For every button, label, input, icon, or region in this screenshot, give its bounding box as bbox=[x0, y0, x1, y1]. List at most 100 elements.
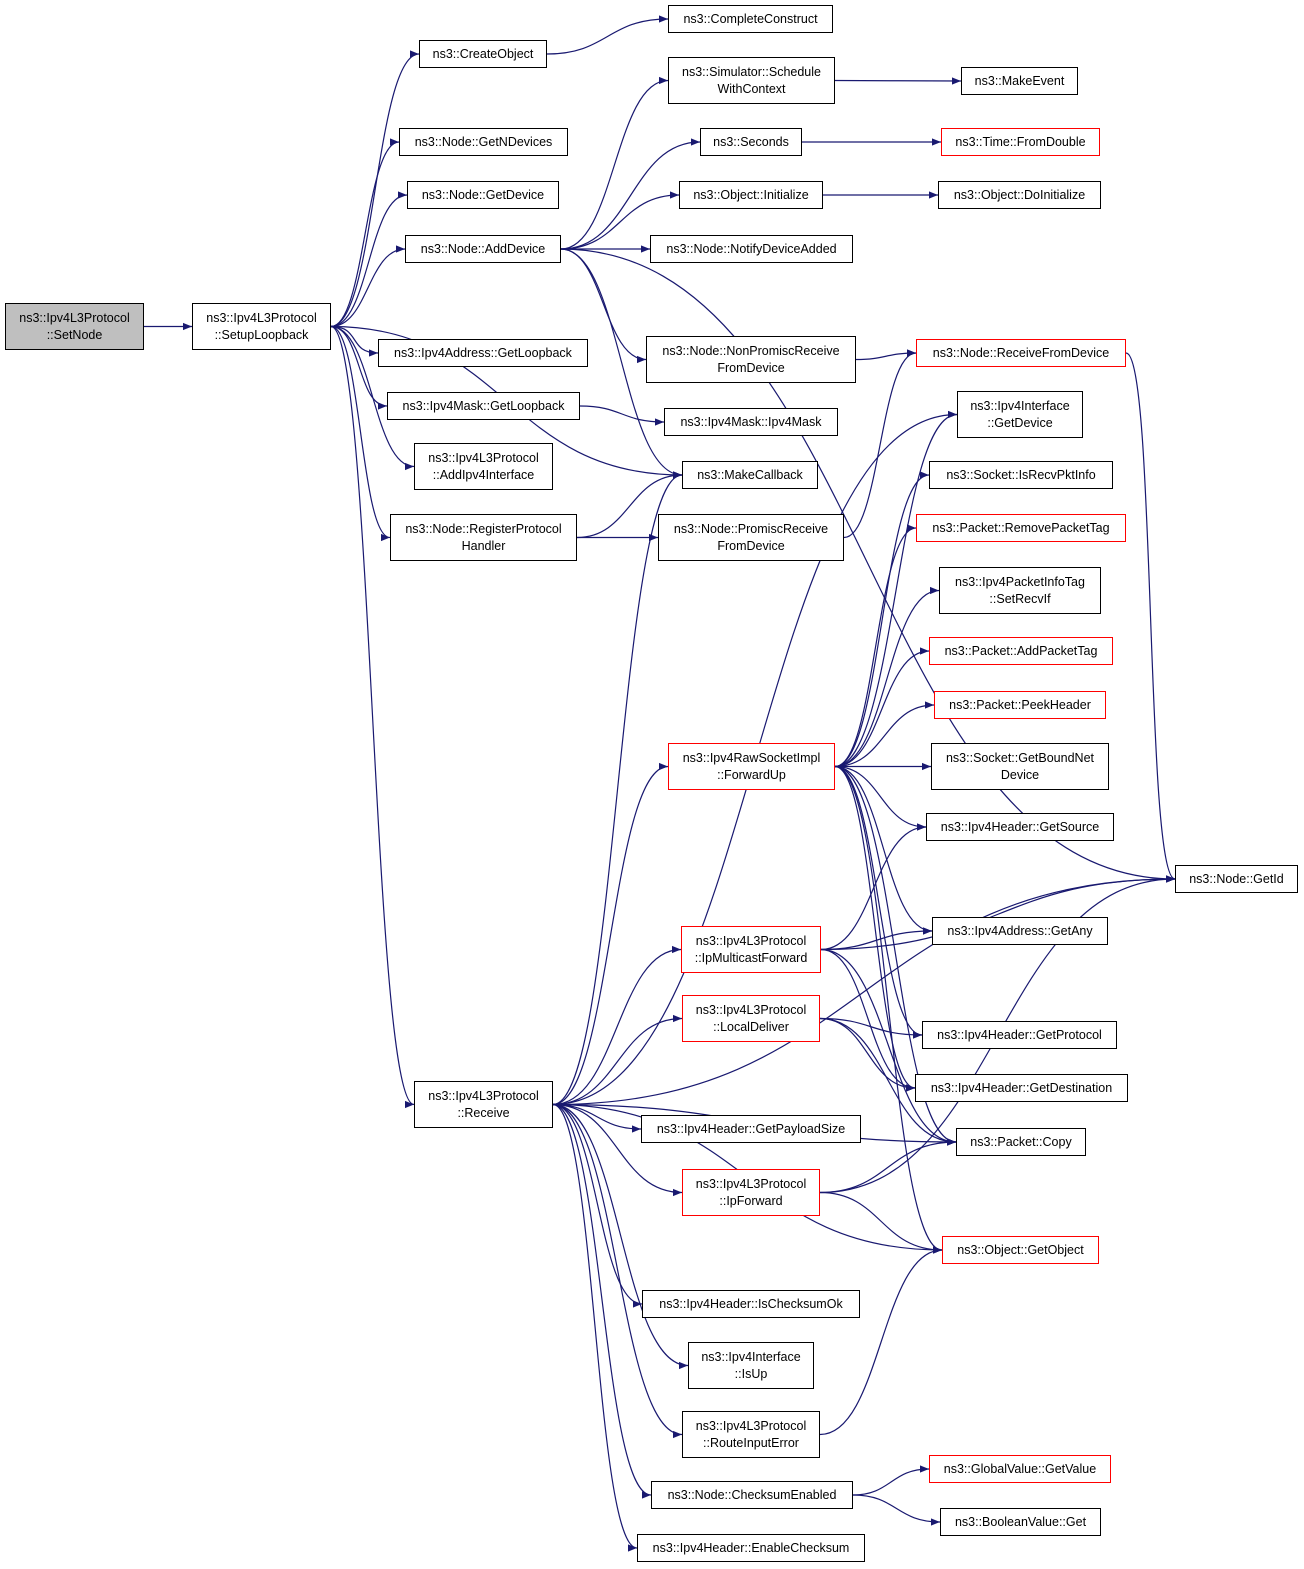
node-label-line: ::SetupLoopback bbox=[214, 327, 309, 342]
edge-forwardup-to-getsource bbox=[834, 765, 927, 831]
node-label-line: ns3::Simulator::Schedule bbox=[682, 64, 821, 79]
edge-receive-to-ischecksumok bbox=[552, 1103, 643, 1308]
node-label-line: ns3::Node::GetDevice bbox=[421, 187, 545, 202]
node-forwardup[interactable]: ns3::Ipv4RawSocketImpl::ForwardUp bbox=[668, 743, 835, 790]
node-seconds[interactable]: ns3::Seconds bbox=[700, 128, 802, 156]
node-addipv4interface[interactable]: ns3::Ipv4L3Protocol::AddIpv4Interface bbox=[414, 443, 553, 490]
edge-setuploopback-to-getndevices bbox=[330, 138, 400, 328]
node-label-line: ns3::Ipv4L3Protocol bbox=[428, 450, 539, 465]
node-label-line: ns3::Node::RegisterProtocol bbox=[405, 521, 562, 536]
node-checksumenabled[interactable]: ns3::Node::ChecksumEnabled bbox=[651, 1481, 853, 1509]
node-label-line: ::SetNode bbox=[46, 327, 103, 342]
node-completeconstruct[interactable]: ns3::CompleteConstruct bbox=[668, 5, 833, 33]
node-receivefromdevice[interactable]: ns3::Node::ReceiveFromDevice bbox=[916, 339, 1126, 367]
node-notifydeviceadded[interactable]: ns3::Node::NotifyDeviceAdded bbox=[650, 235, 853, 263]
node-createobject[interactable]: ns3::CreateObject bbox=[419, 40, 547, 68]
node-label-line: ::LocalDeliver bbox=[713, 1019, 789, 1034]
node-globalgetvalue[interactable]: ns3::GlobalValue::GetValue bbox=[929, 1455, 1111, 1483]
edge-receive-to-ipmulticastforward bbox=[552, 945, 682, 1106]
node-label-line: ns3::Object::GetObject bbox=[957, 1242, 1084, 1257]
node-ipmulticastforward[interactable]: ns3::Ipv4L3Protocol::IpMulticastForward bbox=[681, 926, 821, 973]
node-initialize[interactable]: ns3::Object::Initialize bbox=[679, 181, 823, 209]
node-label-line: ns3::Ipv4Header::GetSource bbox=[940, 819, 1100, 834]
edge-receive-to-nodegetid bbox=[552, 875, 1176, 1106]
node-ischecksumok[interactable]: ns3::Ipv4Header::IsChecksumOk bbox=[642, 1290, 860, 1318]
node-label-line: ns3::CompleteConstruct bbox=[683, 11, 818, 26]
node-fromdouble[interactable]: ns3::Time::FromDouble bbox=[941, 128, 1100, 156]
edge-forwardup-to-getobject bbox=[834, 765, 943, 1254]
node-getndevices[interactable]: ns3::Node::GetNDevices bbox=[399, 128, 568, 156]
node-label-line: ns3::Ipv4Interface bbox=[970, 398, 1070, 413]
node-label-line: ns3::Node::ReceiveFromDevice bbox=[932, 345, 1110, 360]
node-label-line: ns3::Node::NonPromiscReceive bbox=[662, 343, 840, 358]
edge-receive-to-enablechecksum bbox=[552, 1103, 638, 1552]
node-makeevent[interactable]: ns3::MakeEvent bbox=[961, 67, 1078, 95]
node-label-line: ns3::Packet::AddPacketTag bbox=[944, 643, 1098, 658]
node-label-line: ns3::GlobalValue::GetValue bbox=[943, 1461, 1097, 1476]
edge-receive-to-checksumenabled bbox=[552, 1103, 652, 1499]
edge-ipmulticastforward-to-getdestination bbox=[820, 948, 916, 1092]
edge-ipmulticastforward-to-packetcopy bbox=[820, 948, 957, 1146]
node-label-line: ns3::CreateObject bbox=[432, 46, 534, 61]
node-adddevice[interactable]: ns3::Node::AddDevice bbox=[405, 235, 561, 263]
node-getany[interactable]: ns3::Ipv4Address::GetAny bbox=[932, 917, 1108, 945]
node-label-line: ns3::Object::Initialize bbox=[693, 187, 809, 202]
edge-adddevice-to-nodegetid bbox=[560, 248, 1176, 883]
edge-forwardup-to-addpackettag bbox=[834, 647, 930, 768]
node-label-line: ns3::Time::FromDouble bbox=[955, 134, 1086, 149]
node-setrecvif[interactable]: ns3::Ipv4PacketInfoTag::SetRecvIf bbox=[939, 567, 1101, 614]
node-label-line: ns3::Ipv4Address::GetLoopback bbox=[394, 345, 572, 360]
edge-localdeliver-to-getprotocol bbox=[819, 1017, 923, 1039]
edge-localdeliver-to-getdestination bbox=[819, 1017, 916, 1092]
node-label-line: ns3::Node::GetNDevices bbox=[414, 134, 553, 149]
node-ipv4ifgetdevice[interactable]: ns3::Ipv4Interface::GetDevice bbox=[957, 391, 1083, 438]
node-label-line: FromDevice bbox=[717, 360, 785, 375]
edge-setuploopback-to-addipv4interface bbox=[330, 325, 415, 471]
node-makecallback[interactable]: ns3::MakeCallback bbox=[682, 461, 818, 489]
node-getpayloadsize[interactable]: ns3::Ipv4Header::GetPayloadSize bbox=[641, 1115, 861, 1143]
node-ipv4mask[interactable]: ns3::Ipv4Mask::Ipv4Mask bbox=[664, 408, 838, 436]
node-setnode[interactable]: ns3::Ipv4L3Protocol::SetNode bbox=[5, 303, 144, 350]
node-doinitialize[interactable]: ns3::Object::DoInitialize bbox=[938, 181, 1101, 209]
edge-createobject-to-completeconstruct bbox=[546, 15, 669, 55]
node-label-line: ns3::Ipv4Address::GetAny bbox=[947, 923, 1093, 938]
node-label-line: ns3::Ipv4L3Protocol bbox=[695, 1002, 807, 1017]
node-getprotocol[interactable]: ns3::Ipv4Header::GetProtocol bbox=[922, 1021, 1117, 1049]
node-getobject[interactable]: ns3::Object::GetObject bbox=[942, 1236, 1099, 1264]
node-routeinputerror[interactable]: ns3::Ipv4L3Protocol::RouteInputError bbox=[682, 1411, 820, 1458]
node-isrecvpktinfo[interactable]: ns3::Socket::IsRecvPktInfo bbox=[929, 461, 1113, 489]
node-peekheader[interactable]: ns3::Packet::PeekHeader bbox=[934, 691, 1106, 719]
node-getdestination[interactable]: ns3::Ipv4Header::GetDestination bbox=[915, 1074, 1128, 1102]
node-booleanget[interactable]: ns3::BooleanValue::Get bbox=[940, 1508, 1101, 1536]
node-getsource[interactable]: ns3::Ipv4Header::GetSource bbox=[926, 813, 1114, 841]
node-receive[interactable]: ns3::Ipv4L3Protocol::Receive bbox=[414, 1081, 553, 1128]
node-enablechecksum[interactable]: ns3::Ipv4Header::EnableChecksum bbox=[637, 1534, 865, 1562]
node-packetcopy[interactable]: ns3::Packet::Copy bbox=[956, 1128, 1086, 1156]
edge-receive-to-ipv4ifisup bbox=[552, 1103, 689, 1370]
node-label-line: ns3::Packet::Copy bbox=[970, 1134, 1072, 1149]
node-nodegetid[interactable]: ns3::Node::GetId bbox=[1175, 865, 1298, 893]
node-ipv4maskgetloopback[interactable]: ns3::Ipv4Mask::GetLoopback bbox=[387, 392, 580, 420]
node-localdeliver[interactable]: ns3::Ipv4L3Protocol::LocalDeliver bbox=[682, 995, 820, 1042]
node-label-line: ::IpForward bbox=[719, 1193, 783, 1208]
edge-adddevice-to-schedulewithcontext bbox=[560, 76, 669, 250]
edge-routeinputerror-to-getobject bbox=[819, 1246, 943, 1436]
node-ipforward[interactable]: ns3::Ipv4L3Protocol::IpForward bbox=[682, 1169, 820, 1216]
edge-adddevice-to-makecallback bbox=[560, 248, 683, 479]
node-label-line: ns3::Socket::IsRecvPktInfo bbox=[946, 467, 1096, 482]
edge-setuploopback-to-adddevice bbox=[330, 245, 406, 328]
node-addpackettag[interactable]: ns3::Packet::AddPacketTag bbox=[929, 637, 1113, 665]
edge-checksumenabled-to-globalgetvalue bbox=[852, 1465, 930, 1496]
node-ipv4ifisup[interactable]: ns3::Ipv4Interface::IsUp bbox=[688, 1342, 814, 1389]
node-getdevice[interactable]: ns3::Node::GetDevice bbox=[407, 181, 559, 209]
node-removepackettag[interactable]: ns3::Packet::RemovePacketTag bbox=[916, 514, 1126, 542]
node-setuploopback[interactable]: ns3::Ipv4L3Protocol::SetupLoopback bbox=[192, 303, 331, 350]
node-label-line: ns3::Socket::GetBoundNet bbox=[945, 750, 1094, 765]
node-ipv4addrgetloopback[interactable]: ns3::Ipv4Address::GetLoopback bbox=[378, 339, 588, 367]
